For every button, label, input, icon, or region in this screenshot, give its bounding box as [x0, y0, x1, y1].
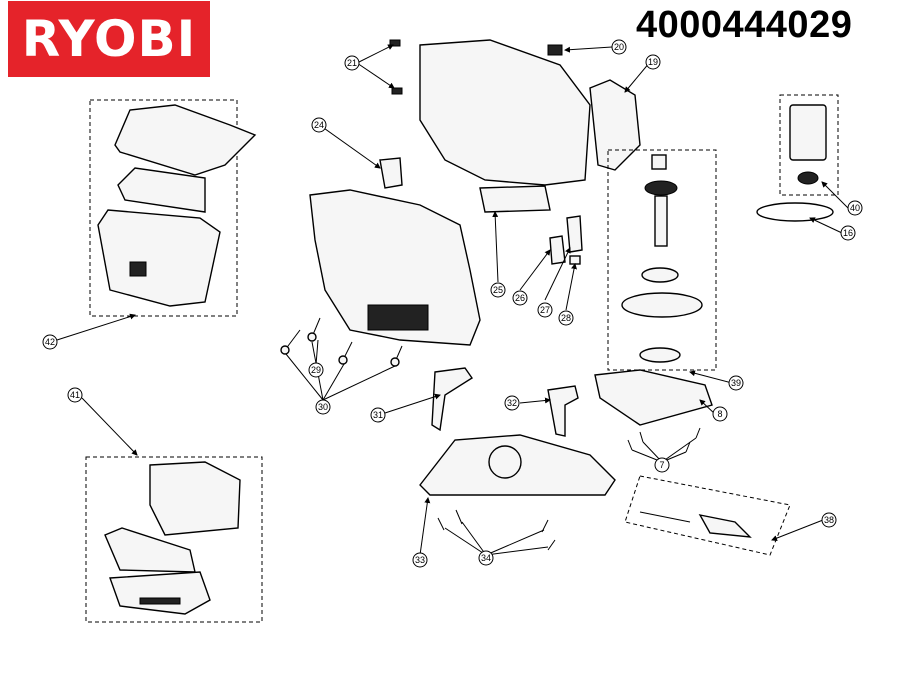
svg-text:26: 26: [515, 293, 525, 303]
upper-shell: [114, 104, 257, 176]
svg-text:32: 32: [507, 398, 517, 408]
callout-26: 26: [512, 290, 528, 306]
dashed-box-38: [624, 475, 791, 556]
belt-16: [756, 202, 834, 222]
washer: [641, 267, 679, 283]
kit-upper: [149, 461, 241, 536]
callout-21: 21: [344, 55, 360, 71]
bracket-24: [379, 157, 403, 189]
ryobi-logo: RYOBI: [8, 1, 210, 77]
dashed-box-42: [89, 99, 238, 317]
gear: [644, 180, 678, 196]
clip-21-bottom: [391, 87, 403, 95]
housing-assembly-42: [89, 99, 257, 317]
screws-7: [627, 427, 701, 453]
kit-lower: [109, 571, 211, 615]
svg-text:21: 21: [347, 58, 357, 68]
svg-text:7: 7: [659, 460, 664, 470]
svg-text:30: 30: [318, 402, 328, 412]
bearing-top: [651, 154, 667, 170]
callout-19: 19: [645, 54, 661, 70]
screws-34: [437, 509, 556, 551]
callout-38: 38: [821, 512, 837, 528]
brand-name: RYOBI: [21, 10, 197, 68]
callout-32: 32: [504, 395, 520, 411]
callout-42: 42: [42, 334, 58, 350]
callout-20: 20: [611, 39, 627, 55]
switch-part-28: [569, 255, 581, 265]
callout-7: 7: [654, 457, 670, 473]
housing-kit-41: [85, 456, 263, 623]
fan-housing: [594, 369, 713, 426]
screws-30: [280, 317, 403, 367]
callout-41: 41: [67, 387, 83, 403]
motor-can: [789, 104, 827, 161]
motor-housing: [419, 39, 591, 186]
callout-24: 24: [311, 117, 327, 133]
inner-cover: [117, 167, 206, 213]
fan-blade: [621, 292, 703, 318]
switch-25: [479, 185, 551, 213]
foot-32: [547, 385, 579, 437]
vent-grille: [129, 261, 147, 277]
callout-33: 33: [412, 552, 428, 568]
callout-16: 16: [840, 225, 856, 241]
leader-lines: [56, 44, 849, 556]
svg-text:8: 8: [717, 409, 722, 419]
svg-text:24: 24: [314, 120, 324, 130]
callout-8: 8: [712, 406, 728, 422]
svg-text:31: 31: [373, 410, 383, 420]
base-fan-ring: [488, 445, 522, 479]
svg-text:20: 20: [614, 42, 624, 52]
dashed-box-40: [779, 94, 839, 196]
svg-text:16: 16: [843, 228, 853, 238]
svg-text:29: 29: [311, 365, 321, 375]
foot-31: [431, 367, 473, 432]
body-grille: [367, 304, 429, 331]
svg-text:34: 34: [481, 553, 491, 563]
kit-middle: [104, 527, 196, 573]
svg-text:41: 41: [70, 390, 80, 400]
part-number: 4000444029: [636, 4, 853, 46]
switch-part-26: [549, 235, 566, 265]
motor-pinion: [797, 171, 819, 185]
lock-assembly-38: [624, 475, 791, 556]
kit-grille: [139, 597, 181, 605]
callout-25: 25: [490, 282, 506, 298]
svg-text:42: 42: [45, 337, 55, 347]
callout-27: 27: [537, 302, 553, 318]
label-20: [547, 44, 563, 56]
armature-assembly-39: [594, 149, 717, 426]
callout-40: 40: [847, 200, 863, 216]
switch-part-27: [566, 215, 583, 253]
motor-40: [779, 94, 839, 196]
svg-text:27: 27: [540, 305, 550, 315]
shaft: [654, 195, 668, 247]
callout-34: 34: [478, 550, 494, 566]
lower-shell: [97, 209, 221, 307]
body-housing: [309, 189, 481, 346]
dashed-box-41: [85, 456, 263, 623]
svg-text:25: 25: [493, 285, 503, 295]
svg-text:39: 39: [731, 378, 741, 388]
svg-text:38: 38: [824, 515, 834, 525]
side-cover-19: [589, 79, 641, 171]
callout-28: 28: [558, 310, 574, 326]
callout-39: 39: [728, 375, 744, 391]
dashed-box-39: [607, 149, 717, 371]
svg-text:40: 40: [850, 203, 860, 213]
callout-30: 30: [315, 399, 331, 415]
callout-31: 31: [370, 407, 386, 423]
bearing-bottom: [639, 347, 681, 363]
svg-text:19: 19: [648, 57, 658, 67]
svg-text:33: 33: [415, 555, 425, 565]
lock-lever: [698, 514, 752, 538]
callouts: 42 41 21 20 19 24 25 26 27 28 29 30 31 3…: [42, 39, 863, 568]
svg-text:28: 28: [561, 313, 571, 323]
callout-29: 29: [308, 362, 324, 378]
clip-21-top: [389, 39, 401, 47]
